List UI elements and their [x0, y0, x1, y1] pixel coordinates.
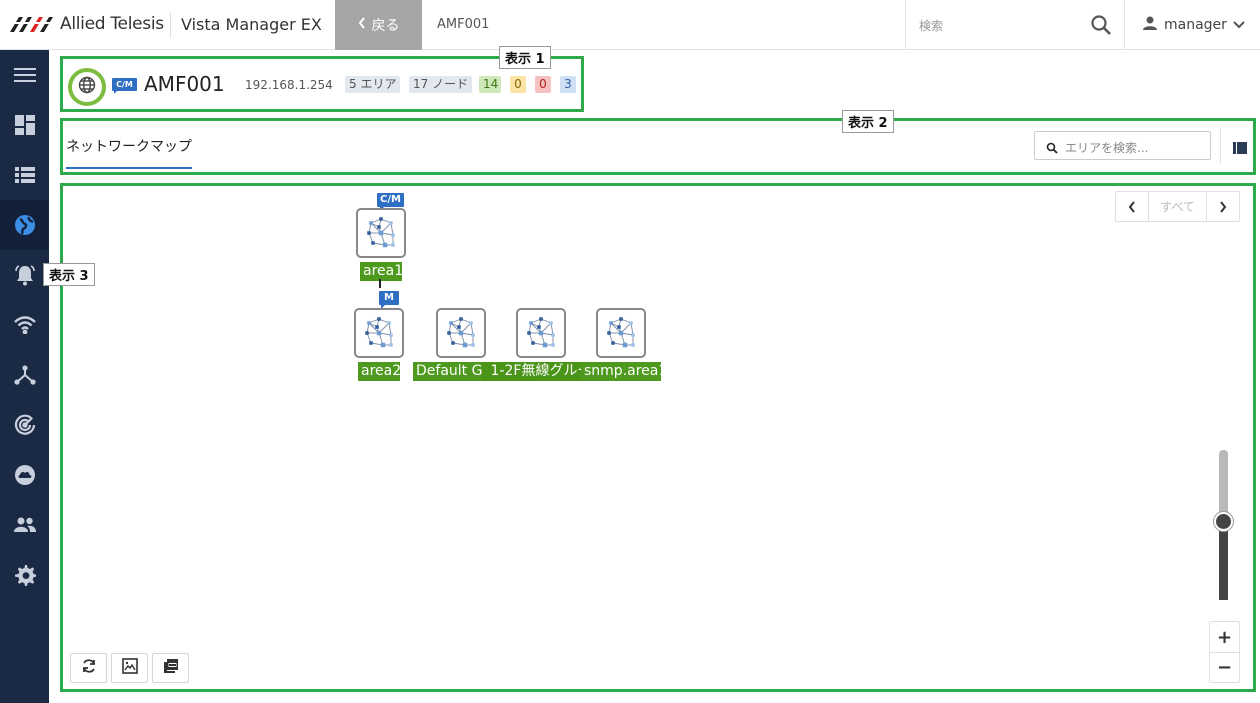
globe-outline-icon — [78, 76, 96, 98]
network-cluster-icon — [607, 317, 635, 348]
wifi-icon[interactable] — [0, 300, 49, 350]
top-bar: Allied Telesis Vista Manager EX 戻る AMF00… — [0, 0, 1260, 50]
status-ok-count: 14 — [479, 76, 501, 93]
display-3-callout: 表示 3 — [43, 263, 95, 286]
display-2-callout: 表示 2 — [842, 110, 894, 133]
refresh-icon — [81, 658, 97, 678]
status-error-count: 0 — [535, 76, 551, 93]
areas-count: 5 エリア — [345, 76, 401, 93]
area-node-wireless-group[interactable] — [516, 308, 566, 358]
allied-telesis-logo-icon — [10, 17, 56, 32]
node-label[interactable]: 1-2F無線グルー — [482, 362, 600, 381]
tab-network-map[interactable]: ネットワークマップ — [66, 139, 192, 155]
zoom-slider-handle[interactable] — [1214, 512, 1233, 531]
topology-icon[interactable] — [0, 350, 49, 400]
role-badge: C/M — [112, 78, 137, 91]
zoom-controls: + − — [1209, 621, 1240, 683]
zoom-slider-fill[interactable] — [1219, 522, 1228, 600]
network-cluster-icon — [367, 217, 395, 248]
network-cluster-icon — [365, 317, 393, 348]
divider — [170, 12, 171, 38]
person-icon — [1142, 15, 1158, 35]
zoom-in-button[interactable]: + — [1216, 626, 1233, 648]
export-pdf-button[interactable] — [152, 653, 189, 683]
network-cluster-icon — [527, 317, 555, 348]
active-tab-indicator — [66, 167, 192, 169]
globe-icon[interactable] — [0, 200, 49, 250]
network-cluster-icon — [447, 317, 475, 348]
dashboard-icon[interactable] — [0, 100, 49, 150]
search-icon — [1046, 139, 1058, 158]
status-warning-count: 0 — [510, 76, 526, 93]
zoom-out-button[interactable]: − — [1210, 652, 1239, 682]
area-node-snmp-area1[interactable] — [596, 308, 646, 358]
badge-tail — [381, 305, 385, 309]
export-image-button[interactable] — [111, 653, 148, 683]
refresh-button[interactable] — [70, 653, 107, 683]
role-badge-tail — [114, 90, 118, 94]
users-icon[interactable] — [0, 500, 49, 550]
back-label: 戻る — [371, 18, 400, 34]
nodes-count: 17 ノード — [409, 76, 473, 93]
back-button[interactable]: 戻る — [335, 0, 422, 50]
radar-icon[interactable] — [0, 400, 49, 450]
menu-icon[interactable] — [0, 50, 49, 100]
pdf-icon — [163, 658, 179, 678]
display-3-frame — [60, 183, 1256, 692]
area-search-placeholder: エリアを検索... — [1065, 141, 1149, 155]
sidebar — [0, 50, 49, 703]
area-node-default-group[interactable] — [436, 308, 486, 358]
ip-address: 192.168.1.254 — [245, 78, 333, 92]
node-role-badge: C/M — [377, 193, 404, 207]
pager-prev-button[interactable] — [1116, 192, 1148, 221]
divider — [1220, 128, 1221, 164]
node-label[interactable]: area1 — [360, 262, 402, 281]
gear-icon[interactable] — [0, 550, 49, 600]
global-search[interactable]: 検索 — [905, 0, 1125, 50]
search-input[interactable]: 検索 — [919, 19, 944, 33]
pager-next-button[interactable] — [1207, 192, 1239, 221]
user-name: manager — [1164, 17, 1227, 33]
display-2-frame — [60, 118, 1256, 175]
list-icon[interactable] — [0, 150, 49, 200]
brand-logo: Allied Telesis — [10, 14, 164, 34]
status-indicator — [68, 68, 106, 106]
node-link — [379, 279, 381, 288]
search-icon[interactable] — [1090, 14, 1112, 40]
map-pager: すべて — [1115, 191, 1240, 222]
chevron-left-icon — [358, 17, 366, 33]
area-node-area2[interactable] — [354, 308, 404, 358]
zoom-slider-track[interactable] — [1219, 450, 1228, 522]
node-label[interactable]: Default Gr — [413, 362, 486, 381]
node-label[interactable]: area2 — [358, 362, 400, 381]
panel-toggle-icon[interactable] — [1233, 139, 1247, 158]
app-title: Vista Manager EX — [181, 15, 322, 34]
display-1-frame — [60, 56, 584, 112]
brand-name: Allied Telesis — [60, 14, 164, 34]
node-label[interactable]: snmp.area1 — [581, 362, 661, 381]
display-1-callout: 表示 1 — [499, 46, 551, 69]
user-menu[interactable]: manager — [1142, 15, 1245, 35]
status-info-count: 3 — [560, 76, 576, 93]
breadcrumb: AMF001 — [437, 17, 490, 32]
chevron-down-icon — [1233, 17, 1245, 33]
cloud-icon[interactable] — [0, 450, 49, 500]
area-search-input[interactable]: エリアを検索... — [1034, 131, 1211, 160]
network-title: AMF001 — [144, 72, 225, 96]
node-role-badge: M — [379, 291, 399, 305]
pager-all-label: すべて — [1148, 192, 1207, 221]
image-icon — [121, 658, 138, 678]
bell-icon[interactable] — [0, 250, 49, 300]
area-node-area1[interactable] — [356, 208, 406, 258]
